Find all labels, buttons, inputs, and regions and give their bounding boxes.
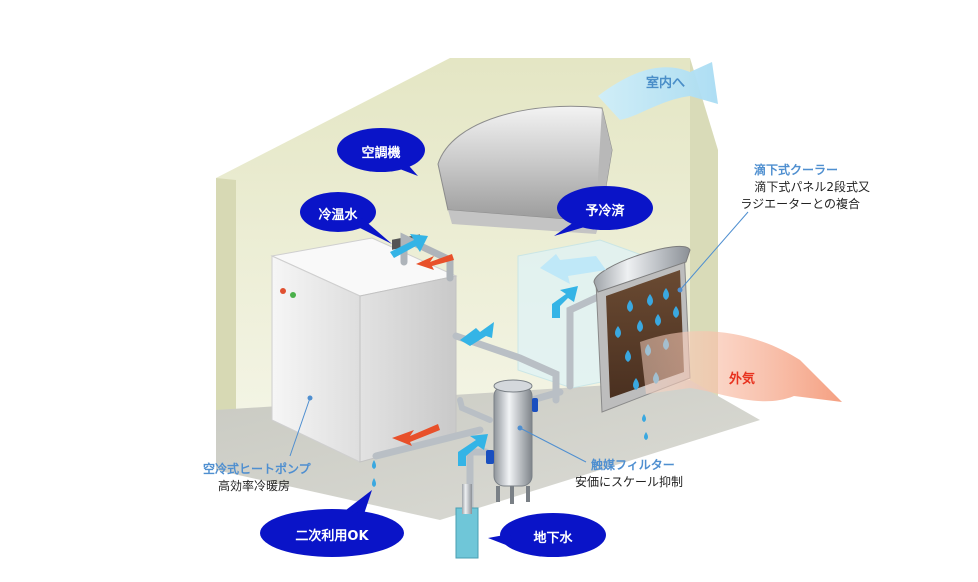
bubble-coldhot-label: 冷温水 <box>318 208 358 223</box>
outside-air-flow <box>640 331 842 402</box>
warm-flow-arrows <box>392 254 454 446</box>
bubble-secondary-shape <box>260 490 404 557</box>
drip-cooler-line2: ラジエーターとの複合 <box>740 197 860 211</box>
bubble-groundwater-shape <box>488 513 606 557</box>
catalyst-filter-cap <box>493 379 533 393</box>
bubble-aircon-shape <box>337 128 425 176</box>
catalyst-filter-band-top <box>532 398 538 412</box>
water-droplets <box>615 288 679 390</box>
catalyst-filter-tank <box>493 385 533 487</box>
bubble-groundwater-label: 地下水 <box>533 531 573 546</box>
bubbles <box>260 128 653 557</box>
drip-cooler-line1: 滴下式パネル2段式又 <box>754 180 870 194</box>
drip-cooler-title: 滴下式クーラー <box>753 163 838 177</box>
bubble-coldhot-shape <box>300 192 392 244</box>
groundwater-well <box>455 507 479 559</box>
catalyst-filter-title: 触媒フィルター <box>591 458 675 472</box>
bubble-precooled-label: 予冷済 <box>585 204 625 219</box>
catalyst-filter-line1: 安価にスケール抑制 <box>575 475 684 489</box>
catalyst-filter-band-bottom <box>486 450 494 464</box>
drip-cooler-top-roll <box>593 245 691 293</box>
heat-pump-line1: 高効率冷暖房 <box>218 479 291 493</box>
cool-flow-arrows <box>390 234 606 466</box>
to-room-label: 室内へ <box>646 76 686 91</box>
room-left-wall <box>216 178 236 430</box>
heat-pump-indicator-red <box>280 288 286 294</box>
bubble-precooled-shape <box>554 186 653 236</box>
panel-drips <box>642 414 648 440</box>
aircon-unit-base <box>448 210 600 234</box>
to-room-flow <box>598 62 718 120</box>
groundwater-well-pipe <box>462 484 472 514</box>
bubble-secondary-label: 二次利用OK <box>295 529 369 544</box>
leader-lines <box>289 211 749 463</box>
heat-pump-title: 空冷式ヒートポンプ <box>203 462 311 476</box>
heat-pump-indicator-green <box>290 292 296 298</box>
discharge-drops <box>372 460 376 487</box>
bubble-aircon-label: 空調機 <box>361 146 401 161</box>
outside-air-label: 外気 <box>729 372 756 387</box>
room-right-wall <box>690 58 718 410</box>
leader-dots <box>307 287 683 431</box>
